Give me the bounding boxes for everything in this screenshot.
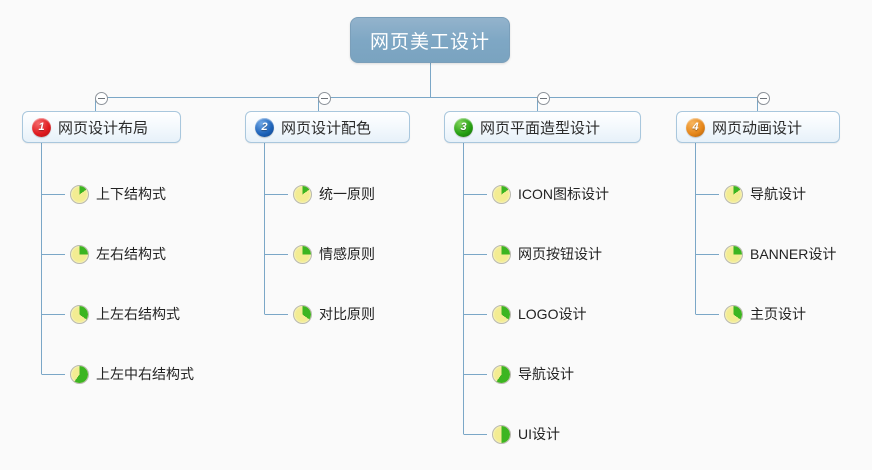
collapse-minus-icon-branch-1[interactable] — [95, 92, 108, 105]
leaf-item[interactable]: 上左中右结构式 — [70, 363, 194, 385]
progress-pie-icon — [70, 184, 89, 204]
leaf-item-label: 导航设计 — [750, 186, 806, 202]
leaf-item[interactable]: 主页设计 — [724, 303, 806, 325]
progress-pie-icon — [724, 244, 743, 264]
leaf-item[interactable]: 导航设计 — [724, 183, 806, 205]
progress-pie-icon — [293, 304, 312, 324]
progress-pie-icon — [70, 244, 89, 264]
branch-node-3[interactable]: 3 网页平面造型设计 — [444, 111, 641, 143]
leaf-item[interactable]: LOGO设计 — [492, 303, 586, 325]
branch-node-4[interactable]: 4 网页动画设计 — [676, 111, 840, 143]
leaf-item-label: ICON图标设计 — [518, 186, 609, 202]
branch-node-1[interactable]: 1 网页设计布局 — [22, 111, 181, 143]
branch-node-2[interactable]: 2 网页设计配色 — [245, 111, 410, 143]
progress-pie-icon — [293, 184, 312, 204]
root-node-label: 网页美工设计 — [369, 31, 490, 53]
branch-label-3: 网页平面造型设计 — [480, 119, 601, 137]
leaf-item[interactable]: 上左右结构式 — [70, 303, 180, 325]
branch-badge-4: 4 — [686, 117, 705, 137]
progress-pie-icon — [724, 304, 743, 324]
progress-pie-icon — [492, 304, 511, 324]
leaf-item[interactable]: 导航设计 — [492, 363, 574, 385]
collapse-minus-icon-branch-4[interactable] — [757, 92, 770, 105]
progress-pie-icon — [492, 184, 511, 204]
progress-pie-icon — [293, 244, 312, 264]
branch-label-2: 网页设计配色 — [281, 119, 372, 137]
branch-label-4: 网页动画设计 — [712, 119, 803, 137]
leaf-item-label: 对比原则 — [319, 306, 375, 322]
leaf-item-label: 统一原则 — [319, 186, 375, 202]
leaf-item[interactable]: 网页按钮设计 — [492, 243, 602, 265]
progress-pie-icon — [724, 184, 743, 204]
leaf-item-label: 导航设计 — [518, 366, 574, 382]
leaf-item[interactable]: 上下结构式 — [70, 183, 166, 205]
leaf-item[interactable]: 对比原则 — [293, 303, 375, 325]
leaf-item-label: UI设计 — [518, 426, 560, 442]
collapse-minus-icon-branch-3[interactable] — [537, 92, 550, 105]
branch-label-1: 网页设计布局 — [58, 119, 149, 137]
root-node[interactable]: 网页美工设计 — [350, 17, 510, 63]
leaf-item-label: LOGO设计 — [518, 306, 587, 322]
leaf-item-label: 上左中右结构式 — [96, 366, 194, 382]
progress-pie-icon — [492, 424, 511, 444]
progress-pie-icon — [70, 304, 89, 324]
leaf-item-label: 左右结构式 — [96, 246, 166, 262]
leaf-item[interactable]: 统一原则 — [293, 183, 375, 205]
leaf-item[interactable]: BANNER设计 — [724, 243, 836, 265]
leaf-item-label: 主页设计 — [750, 306, 806, 322]
leaf-item[interactable]: 左右结构式 — [70, 243, 166, 265]
progress-pie-icon — [70, 364, 89, 384]
leaf-item-label: 上下结构式 — [96, 186, 166, 202]
leaf-item-label: 情感原则 — [319, 246, 375, 262]
leaf-item-label: BANNER设计 — [750, 246, 837, 262]
leaf-item[interactable]: UI设计 — [492, 423, 560, 445]
leaf-item[interactable]: 情感原则 — [293, 243, 375, 265]
branch-badge-2: 2 — [255, 117, 274, 137]
progress-pie-icon — [492, 364, 511, 384]
progress-pie-icon — [492, 244, 511, 264]
leaf-item[interactable]: ICON图标设计 — [492, 183, 609, 205]
branch-badge-3: 3 — [454, 117, 473, 137]
collapse-minus-icon-branch-2[interactable] — [318, 92, 331, 105]
leaf-item-label: 上左右结构式 — [96, 306, 180, 322]
branch-badge-1: 1 — [32, 117, 51, 137]
leaf-item-label: 网页按钮设计 — [518, 246, 602, 262]
